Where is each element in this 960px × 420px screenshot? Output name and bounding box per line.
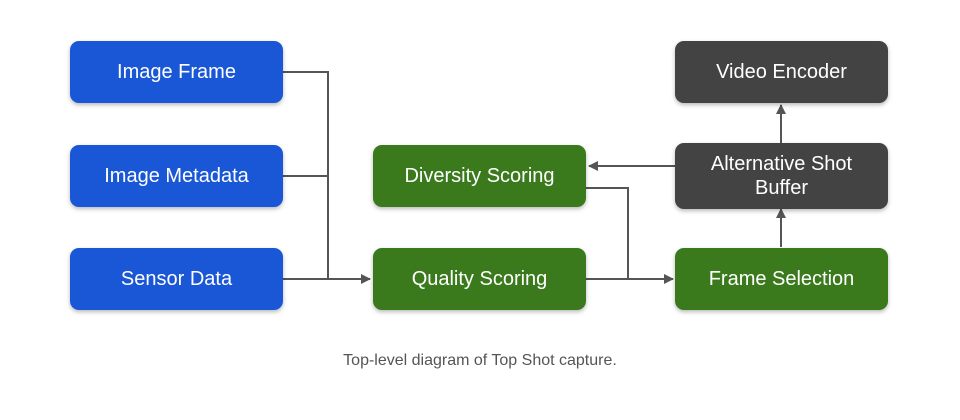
node-frame-selection: Frame Selection xyxy=(675,248,888,310)
node-quality-scoring: Quality Scoring xyxy=(373,248,586,310)
connector-diversity-to-frame-selection xyxy=(586,187,629,279)
node-video-encoder: Video Encoder xyxy=(675,41,888,103)
figure-caption: Top-level diagram of Top Shot capture. xyxy=(343,352,617,369)
node-sensor-data-label: Sensor Data xyxy=(120,268,233,290)
node-image-metadata: Image Metadata xyxy=(70,145,283,207)
connector-image-frame-to-merge xyxy=(283,71,329,279)
node-sensor-data: Sensor Data xyxy=(70,248,283,310)
node-frame-selection-label: Frame Selection xyxy=(708,268,855,290)
node-diversity-scoring: Diversity Scoring xyxy=(373,145,586,207)
node-alternative-shot-buffer-label: Alternative Shot Buffer xyxy=(710,153,853,199)
node-alternative-shot-buffer: Alternative Shot Buffer xyxy=(675,143,888,209)
node-image-metadata-label: Image Metadata xyxy=(104,165,249,187)
node-image-frame-label: Image Frame xyxy=(117,61,236,83)
node-diversity-scoring-label: Diversity Scoring xyxy=(404,165,555,187)
node-image-frame: Image Frame xyxy=(70,41,283,103)
node-quality-scoring-label: Quality Scoring xyxy=(411,268,548,290)
node-video-encoder-label: Video Encoder xyxy=(716,61,847,83)
